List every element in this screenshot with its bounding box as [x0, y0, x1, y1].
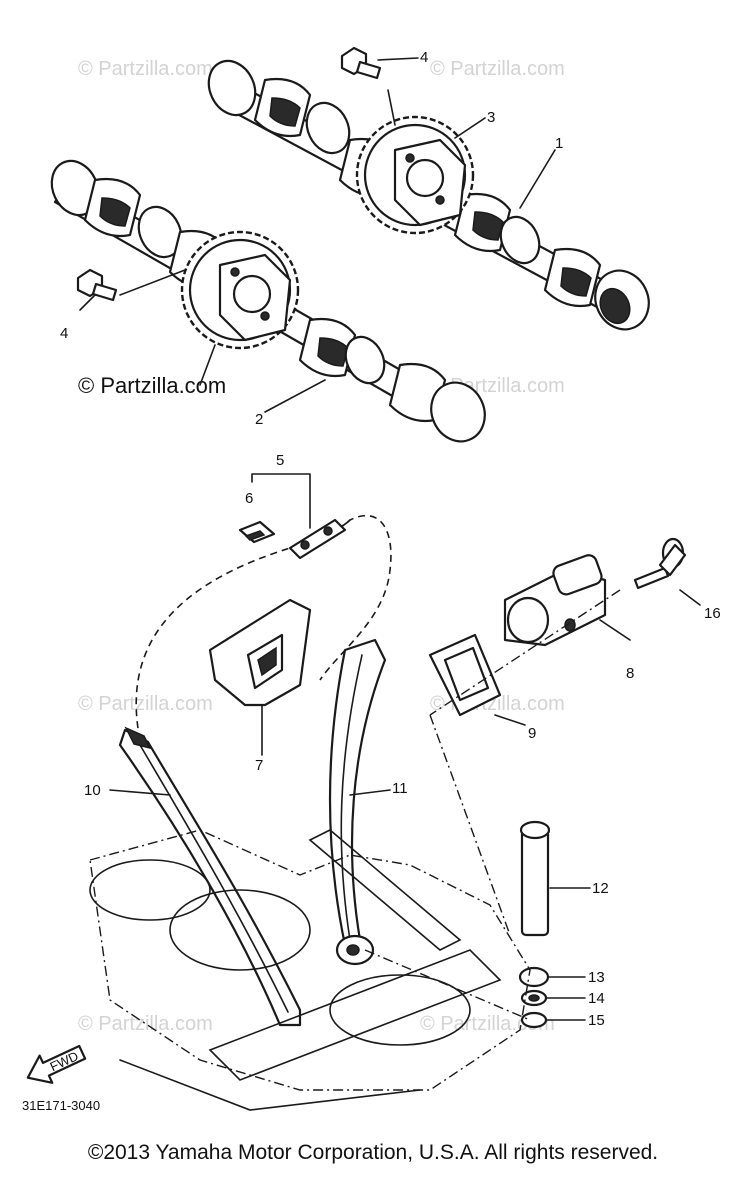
- callout-1: 1: [555, 135, 563, 152]
- chain-guide-intake: [328, 638, 387, 966]
- copyright-notice: ©2013 Yamaha Motor Corporation, U.S.A. A…: [87, 1141, 659, 1164]
- guide-bolt: [519, 820, 551, 937]
- callout-5: 5: [276, 452, 284, 469]
- callout-7: 7: [255, 757, 263, 774]
- washer-14: [520, 989, 548, 1007]
- washer-13: [518, 966, 550, 988]
- diagram-code: 31E171-3040: [22, 1098, 100, 1113]
- washer-15: [520, 1011, 548, 1029]
- callout-4: 4: [420, 49, 428, 66]
- cam-sprocket-upper: [355, 115, 475, 235]
- cylinder-head: [89, 829, 531, 1111]
- callout-12: 12: [592, 880, 609, 897]
- chain-joint-link: [288, 518, 347, 560]
- callout-6: 6: [245, 490, 253, 507]
- callout-9: 9: [528, 725, 536, 742]
- tensioner-bolt: [633, 537, 687, 590]
- watermark: © Partzilla.com: [78, 1013, 213, 1035]
- bolt-lower: [76, 268, 118, 302]
- watermark: © Partzilla.com: [430, 58, 565, 80]
- callout-4: 4: [60, 325, 68, 342]
- bolt-upper: [340, 46, 382, 80]
- chain-guide-exhaust: [118, 726, 302, 1027]
- callout-8: 8: [626, 665, 634, 682]
- callout-11: 11: [392, 780, 408, 797]
- chain-guide: [208, 598, 312, 707]
- callout-3: 3: [487, 109, 495, 126]
- watermark: © Partzilla.com: [78, 693, 213, 715]
- watermark-prominent: © Partzilla.com: [78, 373, 226, 398]
- watermark: © Partzilla.com: [420, 1013, 555, 1035]
- chain-clip: [238, 520, 276, 544]
- fwd-label: FWD: [48, 1048, 81, 1074]
- callout-10: 10: [84, 782, 101, 799]
- callout-13: 13: [588, 969, 605, 986]
- callout-15: 15: [588, 1012, 605, 1029]
- callout-14: 14: [588, 990, 605, 1007]
- chain-tensioner: [503, 554, 607, 647]
- fwd-arrow: FWD: [26, 1044, 87, 1084]
- cam-sprocket-lower: [180, 230, 300, 350]
- watermark: © Partzilla.com: [78, 58, 213, 80]
- tensioner-gasket: [428, 633, 502, 717]
- callout-16: 16: [704, 605, 721, 622]
- callout-2: 2: [255, 411, 263, 428]
